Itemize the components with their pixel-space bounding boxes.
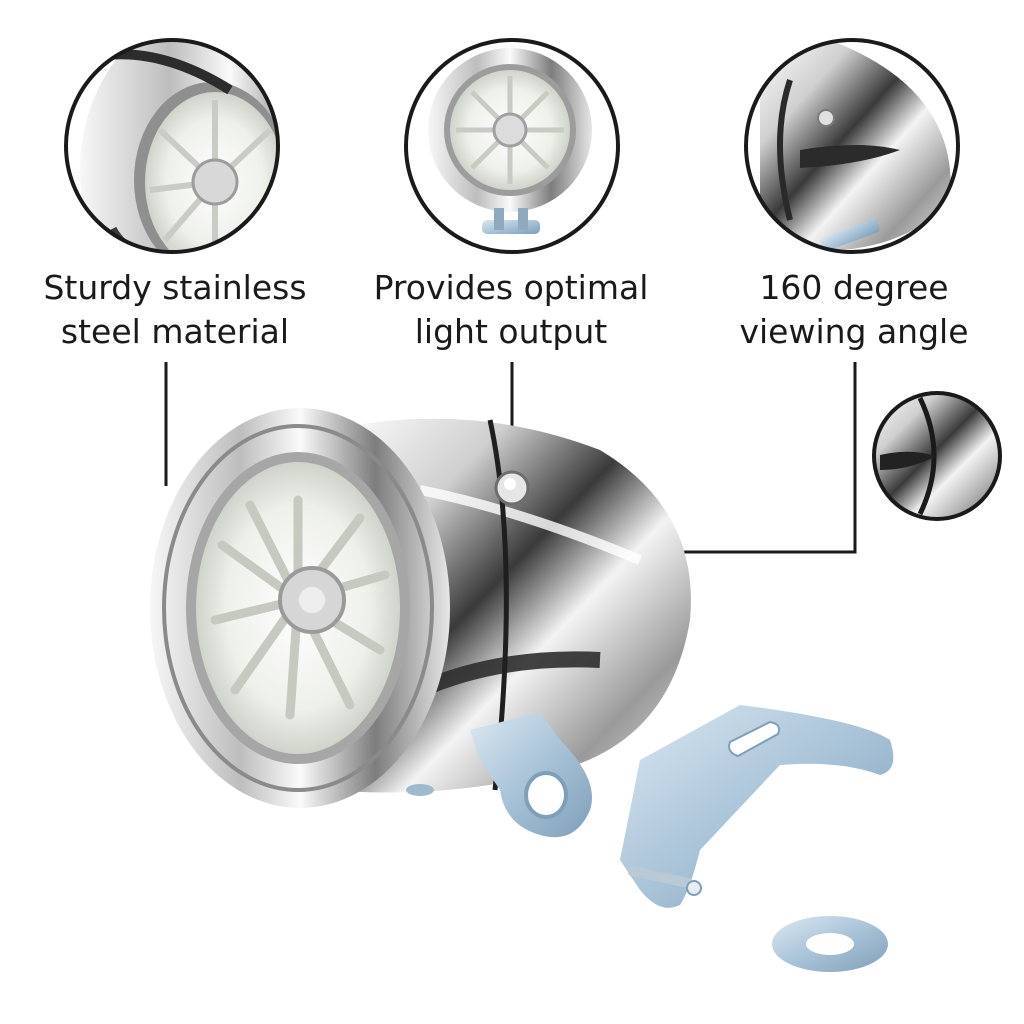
feature-caption-line: Sturdy stainless xyxy=(43,268,307,307)
feature-caption-line: viewing angle xyxy=(739,312,969,351)
feature-caption-viewing-angle: 160 degree viewing angle xyxy=(704,266,1004,354)
mounting-bracket xyxy=(620,705,894,908)
feature-caption-line: 160 degree xyxy=(759,268,949,307)
feature-caption-line: steel material xyxy=(60,312,290,351)
feature-caption-line: light output xyxy=(414,312,608,351)
feature-caption-line: Provides optimal xyxy=(373,268,649,307)
detail-circle-profile xyxy=(744,38,960,254)
detail-circle-angle xyxy=(872,391,1002,521)
detail-circle-led xyxy=(404,38,620,254)
feature-caption-material: Sturdy stainless steel material xyxy=(20,266,330,354)
feature-caption-light-output: Provides optimal light output xyxy=(352,266,670,354)
washer xyxy=(772,916,888,972)
main-headlamp xyxy=(150,408,691,838)
